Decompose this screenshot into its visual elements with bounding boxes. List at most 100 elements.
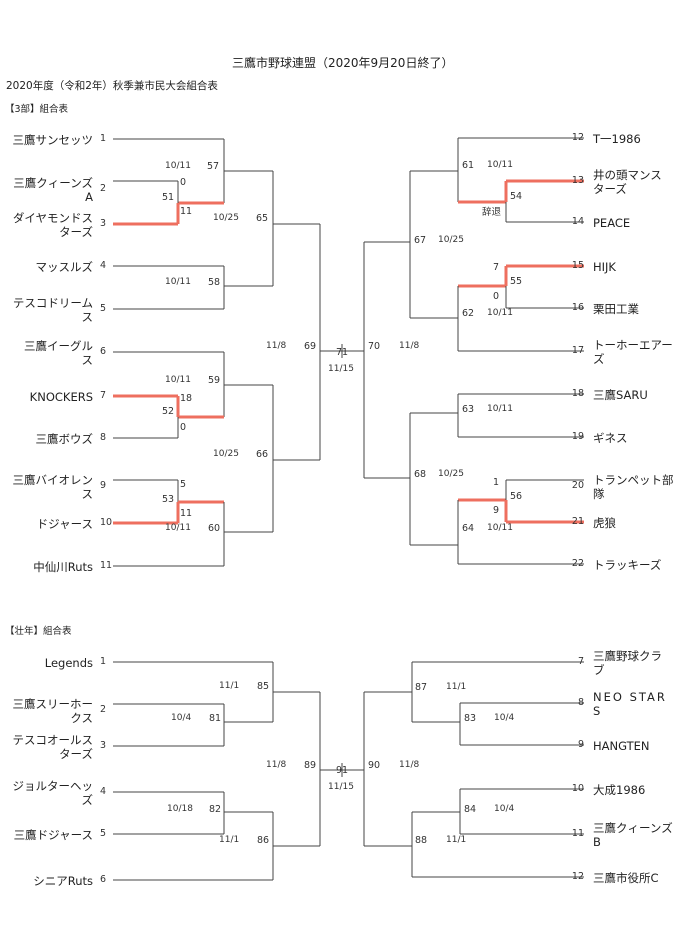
match-date: 11/8 xyxy=(266,341,287,351)
match-number: 59 xyxy=(208,375,221,386)
match-date: 10/18 xyxy=(167,804,193,814)
match-date: 10/25 xyxy=(438,235,464,245)
match-date: 10/11 xyxy=(487,308,513,318)
match-number: 62 xyxy=(462,308,475,319)
team-entry-9: HANGTEN xyxy=(593,739,650,753)
team-name: ス xyxy=(81,487,94,501)
team-entry-3: テスコオールスターズ xyxy=(13,733,94,761)
team-name: PEACE xyxy=(593,216,631,230)
team-name: ブ xyxy=(593,663,605,677)
team-name: 栗田工業 xyxy=(593,302,639,316)
team-name: テスコオールス xyxy=(12,733,94,747)
team-number: 22 xyxy=(571,558,584,569)
team-entry-21: 虎狼 xyxy=(593,516,616,530)
tournament-subtitle: 2020年度（令和2年）秋季兼市民大会組合表 xyxy=(6,80,218,92)
team-number: 6 xyxy=(100,346,107,357)
match-number: 84 xyxy=(464,804,477,815)
team-entry-10: 大成1986 xyxy=(593,783,645,797)
match-number: 58 xyxy=(208,277,221,288)
team-entry-6: 三鷹イーグルス xyxy=(24,339,93,367)
team-name: トランペット部 xyxy=(593,473,674,487)
team-name: 三鷹スリーホー xyxy=(12,697,94,711)
team-name: KNOCKERS xyxy=(29,390,93,404)
match-score: 18 xyxy=(180,393,193,404)
team-name: シニアRuts xyxy=(33,874,93,888)
match-number: 66 xyxy=(256,449,269,460)
team-entry-16: 栗田工業 xyxy=(593,302,639,316)
team-entry-14: PEACE xyxy=(593,216,630,230)
match-date: 11/15 xyxy=(328,782,354,792)
team-name: ターズ xyxy=(59,225,93,239)
match-score: 辞退 xyxy=(482,207,502,218)
team-entry-13: 井の頭マンスターズ xyxy=(593,168,662,196)
match-date: 10/11 xyxy=(165,277,191,287)
team-name: 隊 xyxy=(593,487,605,501)
match-score: 11 xyxy=(180,508,193,519)
team-number: 10 xyxy=(100,517,113,528)
team-name: ターズ xyxy=(59,747,93,761)
match-score: 7 xyxy=(493,262,500,273)
team-entry-7: KNOCKERS xyxy=(30,390,93,404)
match-number: 85 xyxy=(257,681,270,692)
match-number: 68 xyxy=(414,469,427,480)
match-number: 87 xyxy=(415,682,428,693)
match-number: 60 xyxy=(208,523,221,534)
match-number: 90 xyxy=(368,760,381,771)
team-name: HIJK xyxy=(593,260,616,274)
match-score: 9 xyxy=(493,505,500,516)
team-name: ダイヤモンドス xyxy=(12,211,93,225)
match-number: 61 xyxy=(462,160,475,171)
team-entry-11: 中仙川Ruts xyxy=(33,560,93,574)
match-date: 10/4 xyxy=(494,804,515,814)
match-date: 10/11 xyxy=(487,523,513,533)
team-number: 3 xyxy=(100,740,107,751)
section-label-senior: 【壮年】組合表 xyxy=(5,626,72,637)
match-number: 56 xyxy=(510,491,523,502)
match-date: 10/11 xyxy=(165,375,191,385)
team-entry-10: ドジャース xyxy=(37,517,93,531)
team-name: 三鷹バイオレン xyxy=(12,473,94,487)
team-number: 20 xyxy=(571,480,584,491)
match-number: 71 xyxy=(336,347,349,358)
team-entry-1: 三鷹サンセッツ xyxy=(13,133,94,147)
team-name: ス xyxy=(81,310,94,324)
match-score: 0 xyxy=(493,291,500,302)
team-number: 1 xyxy=(100,133,107,144)
match-date: 10/11 xyxy=(487,404,513,414)
team-name: HANGTEN xyxy=(593,739,650,753)
team-number: 5 xyxy=(100,828,107,839)
team-entry-9: 三鷹バイオレンス xyxy=(13,473,94,501)
match-score: 0 xyxy=(180,177,187,188)
team-number: 3 xyxy=(100,218,107,229)
team-name: テスコドリーム xyxy=(12,296,93,310)
team-number: 5 xyxy=(100,303,107,314)
team-number: 12 xyxy=(571,871,584,882)
match-date: 10/11 xyxy=(487,160,513,170)
match-date: 10/25 xyxy=(213,213,239,223)
team-number: 13 xyxy=(571,175,584,186)
team-entry-19: ギネス xyxy=(593,431,628,445)
team-name: 中仙川Ruts xyxy=(33,560,93,574)
team-number: 19 xyxy=(571,431,584,442)
team-name: ドジャース xyxy=(36,517,93,531)
team-name: ス xyxy=(81,353,94,367)
team-number: 9 xyxy=(577,739,584,750)
team-name: マッスルズ xyxy=(35,260,94,274)
team-number: 4 xyxy=(100,260,107,271)
team-name: 大成1986 xyxy=(593,783,646,797)
match-number: 91 xyxy=(336,765,349,776)
team-name: 三鷹サンセッツ xyxy=(12,133,94,147)
match-number: 63 xyxy=(462,404,475,415)
match-number: 88 xyxy=(415,835,428,846)
team-number: 1 xyxy=(100,656,107,667)
team-name: 三鷹野球クラ xyxy=(593,649,662,663)
match-date: 10/25 xyxy=(213,449,239,459)
team-name: 三鷹SARU xyxy=(593,388,648,402)
team-name: 三鷹市役所C xyxy=(593,871,659,885)
team-name: ズ xyxy=(593,352,605,366)
team-name: NEO STAR xyxy=(593,690,667,704)
match-number: 81 xyxy=(209,713,222,724)
match-date: 10/25 xyxy=(438,469,464,479)
